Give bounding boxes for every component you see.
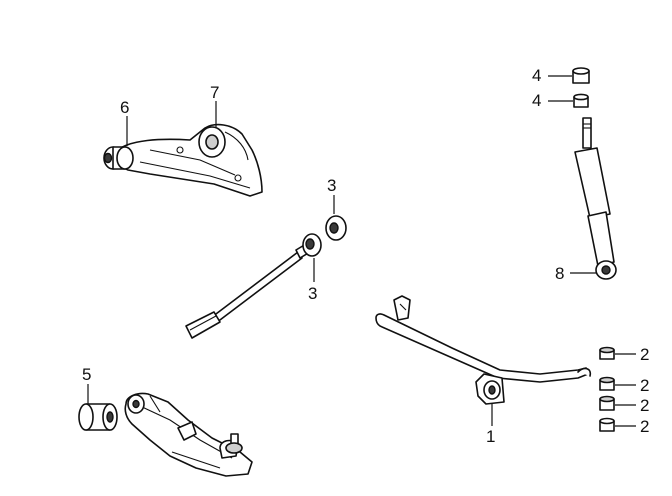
callout-shock-absorber: 8 — [555, 264, 564, 283]
callout-shock-bushing-top: 4 — [532, 66, 541, 85]
callout-stabilizer-bushing-2: 2 — [640, 376, 649, 395]
callout-stabilizer-bushing-1: 2 — [640, 345, 649, 364]
stabilizer-bushing-4 — [599, 417, 615, 432]
stabilizer-bushing-1 — [599, 346, 615, 360]
lower-arm-bushing — [78, 403, 118, 431]
tie-rod-bushing-upper — [325, 215, 347, 241]
callout-tie-rod-bushing-bottom: 3 — [308, 284, 317, 303]
callout-tie-rod-bushing-top: 3 — [327, 176, 336, 195]
stabilizer-bushing-3 — [599, 395, 615, 411]
upper-arm-bushing — [103, 146, 134, 170]
callout-upper-arm: 7 — [210, 83, 219, 102]
callout-stabilizer-bushing-3: 2 — [640, 396, 649, 415]
upper-control-arm — [115, 123, 263, 197]
shock-bushing-bottom — [573, 93, 589, 108]
callout-upper-arm-bushing: 6 — [120, 98, 129, 117]
callout-lower-arm-bushing: 5 — [82, 365, 91, 384]
stabilizer-bar-bushing — [475, 373, 505, 405]
callout-stabilizer-bushing-4: 2 — [640, 417, 649, 436]
tie-rod — [185, 243, 311, 339]
stabilizer-bar — [375, 295, 592, 383]
callout-stabilizer-bar-bushing: 1 — [486, 427, 495, 446]
lower-control-arm — [124, 392, 253, 477]
tie-rod-bushing-lower — [302, 233, 322, 257]
shock-bushing-top — [572, 67, 590, 84]
callout-shock-bushing-bottom: 4 — [532, 91, 541, 110]
stabilizer-bushing-2 — [599, 376, 615, 391]
shock-absorber — [574, 117, 617, 280]
